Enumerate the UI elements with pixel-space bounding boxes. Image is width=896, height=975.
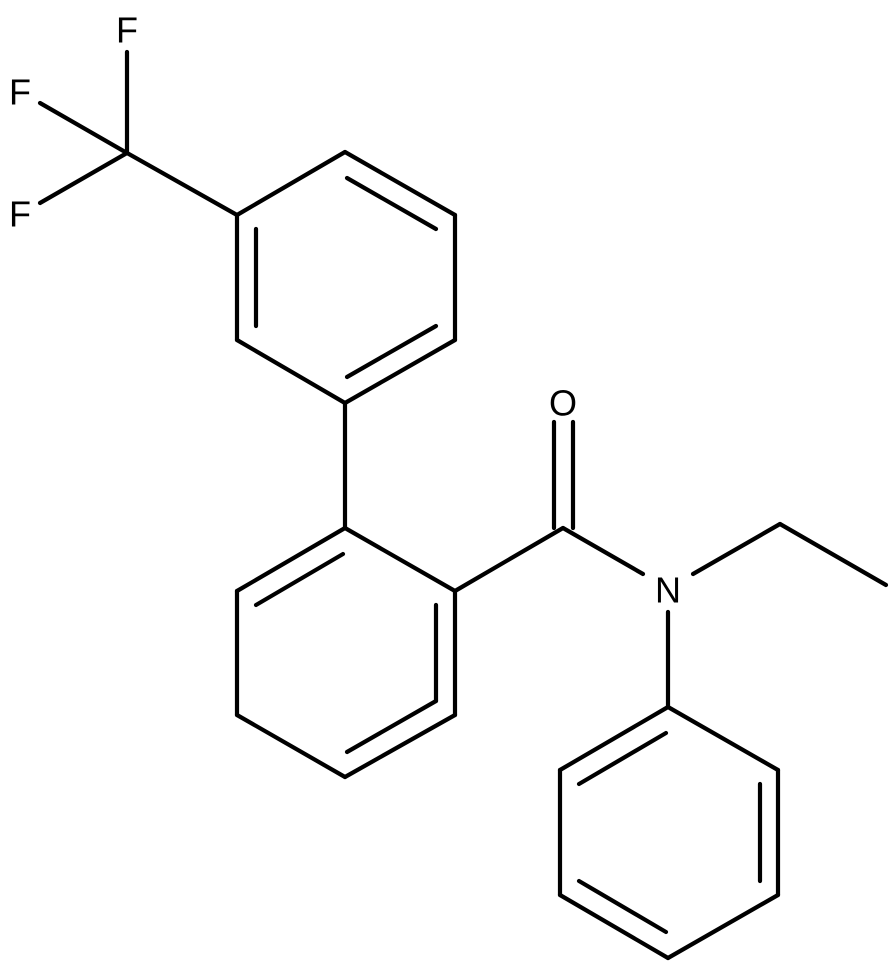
- atom-label-oxygen: O: [549, 383, 577, 424]
- upper-benzene-ring: [234, 149, 458, 406]
- ring-double-bond-inner: [253, 551, 346, 608]
- ring-bond: [342, 525, 458, 594]
- bond-ring-carbonyl: [452, 525, 566, 594]
- atom-label-fluorine-top: F: [116, 10, 138, 51]
- ring-bond: [342, 337, 458, 406]
- ethyl-group: [690, 521, 889, 588]
- ring-bond: [234, 337, 348, 406]
- atom-label-fluorine-bottom: F: [9, 194, 31, 235]
- lower-benzene-ring: [557, 704, 781, 961]
- bond-c-f-bottom: [37, 150, 130, 206]
- ring-bond: [342, 712, 458, 780]
- ring-bond: [234, 712, 348, 780]
- ring-bond: [557, 892, 671, 961]
- ring-bond: [557, 704, 671, 773]
- ring-bond: [665, 892, 781, 961]
- bond-cf3-ring: [124, 150, 240, 218]
- amide-group: [452, 419, 646, 594]
- bond-carbonyl-nitrogen: [560, 525, 646, 577]
- ring-bond: [234, 525, 348, 594]
- ring-double-bond-inner: [576, 730, 669, 787]
- bond-ch2-ch3: [777, 521, 889, 588]
- bond-n-ch2: [690, 521, 783, 577]
- trifluoromethyl-bonds: [37, 49, 240, 218]
- ring-bond: [665, 704, 781, 773]
- atom-label-nitrogen: N: [655, 570, 681, 611]
- atom-label-fluorine-left: F: [9, 72, 31, 113]
- ring-double-bond-inner: [344, 698, 439, 755]
- ring-double-bond-inner: [344, 323, 439, 380]
- ring-bond: [234, 149, 348, 218]
- bond-c-f-left: [37, 100, 130, 156]
- ring-bond: [342, 149, 458, 218]
- middle-benzene-ring: [234, 525, 458, 780]
- ring-double-bond-inner: [576, 878, 669, 935]
- ring-double-bond-inner: [344, 175, 439, 232]
